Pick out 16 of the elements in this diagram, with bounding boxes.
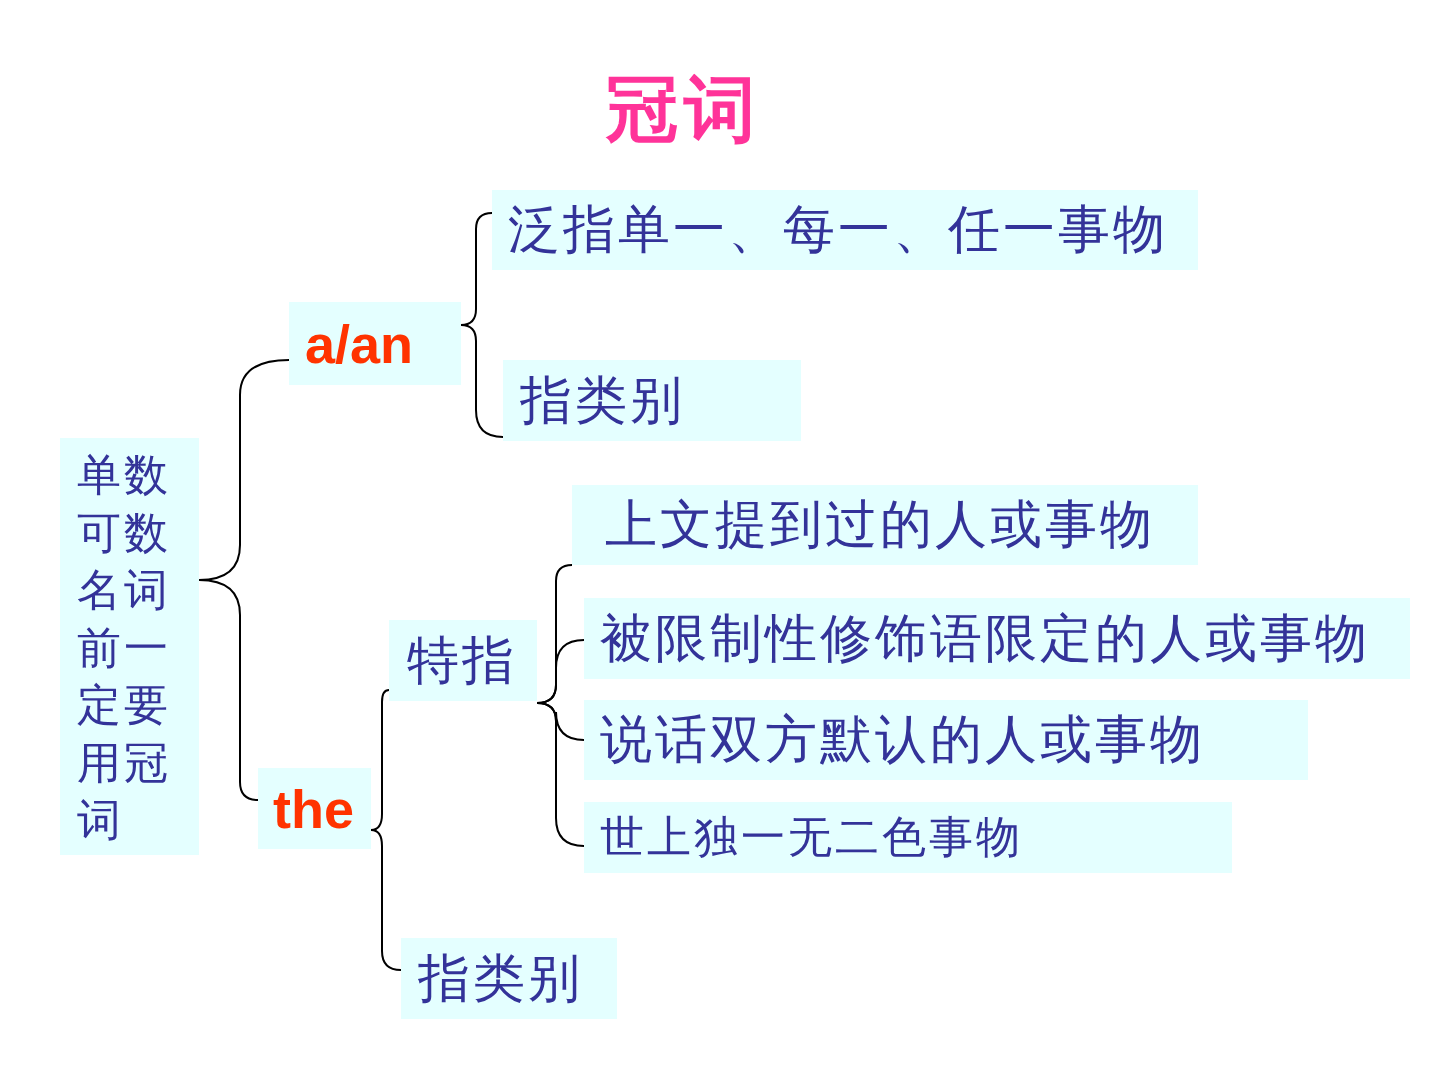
brace-connector	[198, 579, 259, 801]
usage-box: 特指	[389, 620, 537, 701]
brace-connector	[536, 702, 585, 847]
usage-box: 被限制性修饰语限定的人或事物	[584, 598, 1410, 679]
article-box: a/an	[289, 302, 461, 385]
usage-box: 泛指单一、每一、任一事物	[492, 190, 1198, 270]
title: 冠词	[606, 66, 762, 153]
brace-connector	[460, 324, 504, 438]
usage-box: 指类别	[401, 938, 617, 1019]
article-box: the	[258, 768, 371, 849]
brace-connector	[370, 829, 402, 971]
usage-box: 说话双方默认的人或事物	[584, 700, 1308, 780]
usage-box: 世上独一无二色事物	[584, 802, 1232, 873]
usage-box: 指类别	[503, 360, 801, 441]
term-box: 单数可数名词前一定要用冠词	[60, 438, 199, 855]
usage-box: 上文提到过的人或事物	[572, 485, 1198, 565]
